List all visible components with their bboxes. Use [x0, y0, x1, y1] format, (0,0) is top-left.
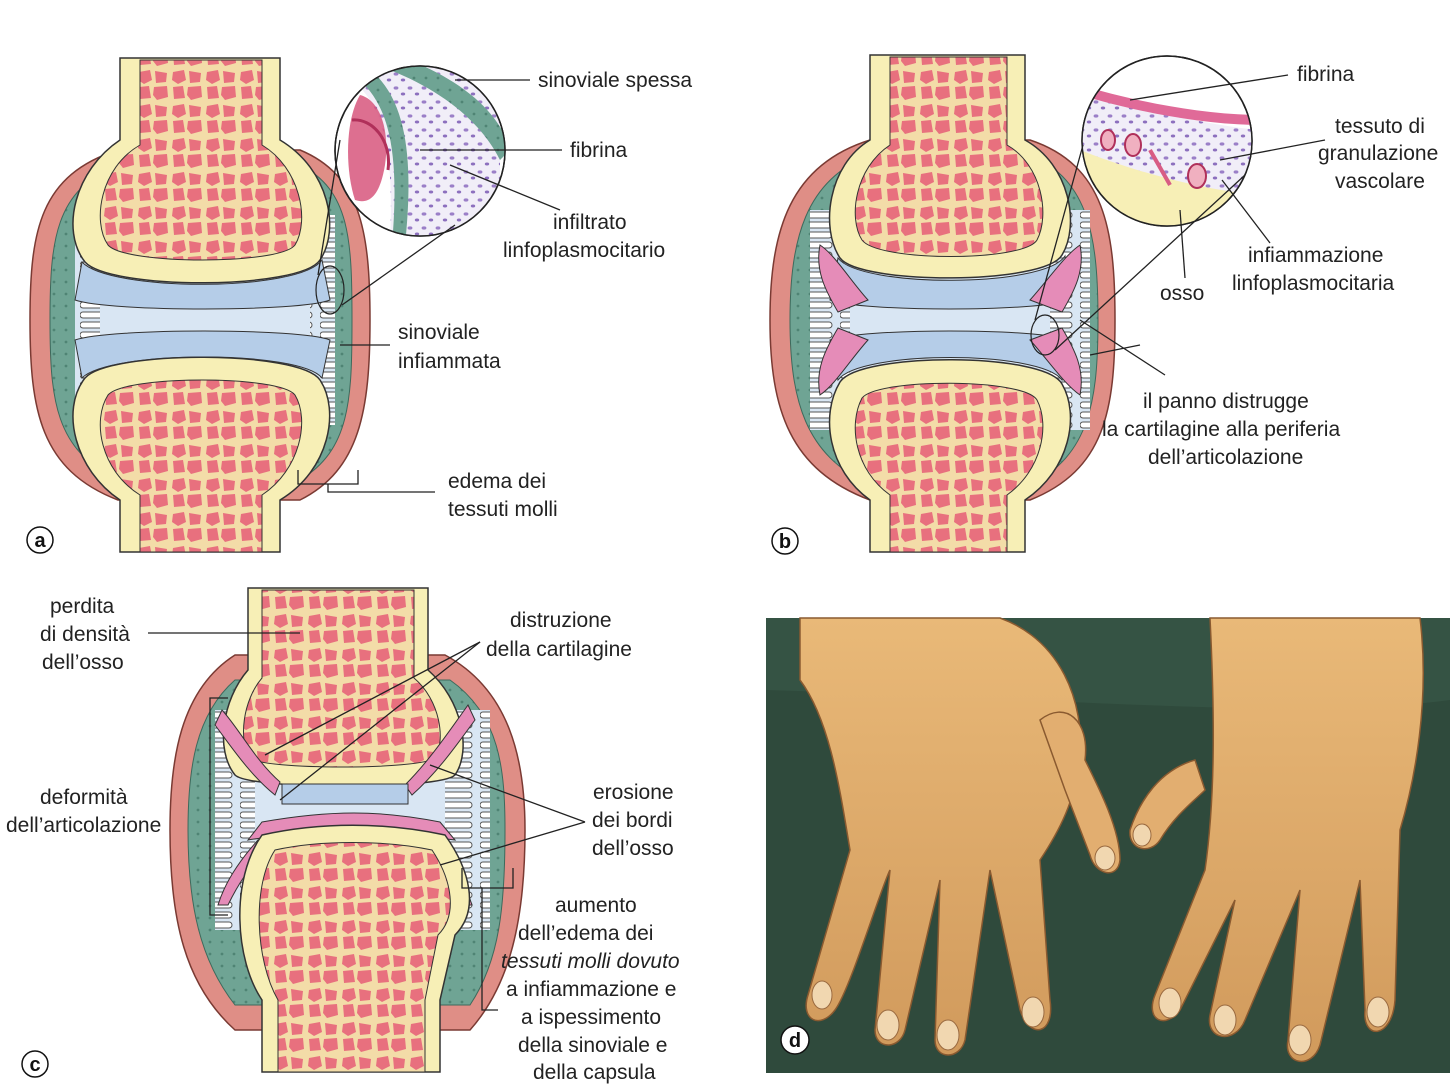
panel-c-joint-diagram: [170, 588, 525, 1072]
label-infiammazione-1: infiammazione: [1248, 244, 1383, 267]
label-infiammazione-2: linfoplasmocitaria: [1232, 272, 1395, 295]
label-panno-2: la cartilagine alla periferia: [1102, 418, 1340, 441]
label-perdita-2: di densità: [40, 623, 130, 646]
label-sinoviale-1: sinoviale: [398, 321, 480, 344]
label-aumento-5: a ispessimento: [521, 1006, 661, 1029]
label-erosione-1: erosione: [593, 781, 674, 804]
label-tessuto-3: vascolare: [1335, 170, 1425, 193]
panel-b-letter: b: [779, 531, 791, 553]
label-erosione-2: dei bordi: [592, 809, 673, 832]
label-aumento-4: a infiammazione e: [506, 978, 676, 1001]
label-edema-1: edema dei: [448, 470, 546, 493]
label-perdita-1: perdita: [50, 595, 115, 618]
panel-d-letter: d: [789, 1030, 801, 1052]
label-aumento-2: dell’edema dei: [518, 922, 653, 945]
label-panno-1: il panno distrugge: [1143, 390, 1309, 413]
label-sinoviale-2: infiammata: [398, 350, 501, 373]
label-osso-b: osso: [1160, 282, 1204, 305]
label-edema-2: tessuti molli: [448, 498, 558, 521]
label-tessuto-2: granulazione: [1318, 142, 1438, 165]
label-aumento-3: tessuti molli dovuto: [501, 950, 680, 973]
label-erosione-3: dell’osso: [592, 837, 674, 860]
panel-a-letter: a: [34, 530, 46, 552]
label-infiltrato-2: linfoplasmocitario: [503, 239, 665, 262]
label-distruzione-2: della cartilagine: [486, 638, 632, 661]
label-aumento-7: della capsula: [533, 1061, 656, 1084]
label-perdita-3: dell’osso: [42, 651, 124, 674]
label-aumento-1: aumento: [555, 894, 637, 917]
label-sinoviale-spessa: sinoviale spessa: [538, 69, 692, 92]
label-aumento-6: della sinoviale e: [518, 1034, 667, 1057]
label-tessuto-1: tessuto di: [1335, 115, 1425, 138]
label-distruzione-1: distruzione: [510, 609, 612, 632]
label-infiltrato-1: infiltrato: [553, 211, 627, 234]
label-fibrina-a: fibrina: [570, 139, 628, 162]
label-panno-3: dell’articolazione: [1148, 446, 1303, 469]
panel-d-photo-hands: d: [766, 618, 1450, 1073]
panel-c-letter: c: [29, 1054, 40, 1076]
panel-a-joint-diagram: [30, 55, 510, 552]
label-fibrina-b: fibrina: [1297, 63, 1355, 86]
label-deformita-2: dell’articolazione: [6, 814, 161, 837]
label-deformita-1: deformità: [40, 786, 128, 809]
